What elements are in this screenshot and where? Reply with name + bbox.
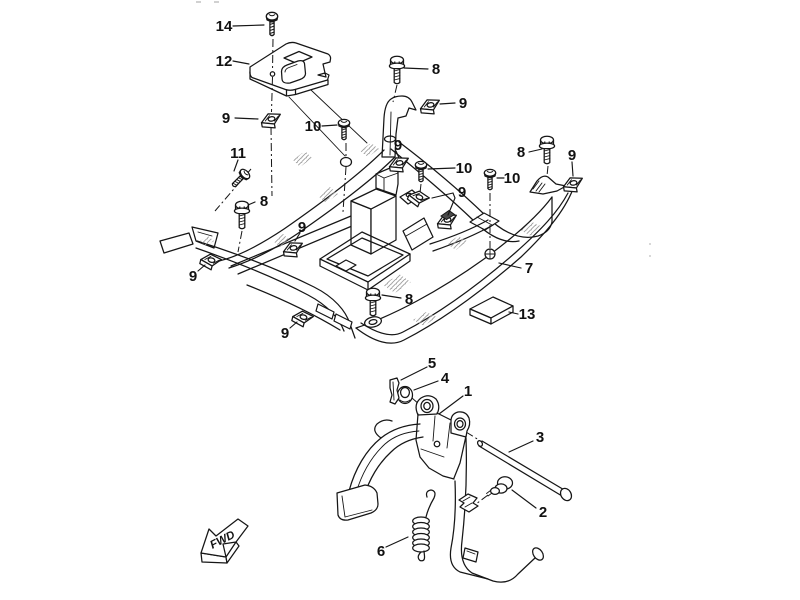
callout-14: 14 — [216, 18, 265, 35]
callout-8-left: 8 — [247, 193, 268, 210]
callout-7: 7 — [498, 260, 533, 277]
svg-text:4: 4 — [441, 370, 450, 387]
svg-text:10: 10 — [504, 170, 521, 187]
svg-text:9: 9 — [281, 325, 289, 342]
mat-part-13 — [469, 296, 514, 325]
bolt-part-8-right — [538, 135, 556, 165]
callout-8-bottom: 8 — [381, 291, 413, 308]
scan-artifacts — [196, 1, 651, 257]
callout-9-mid-left: 9 — [294, 219, 306, 242]
svg-text:8: 8 — [405, 291, 413, 308]
callout-10-a: 10 — [305, 118, 338, 135]
callout-9-far-left: 9 — [189, 264, 206, 285]
callout-8-rear: 8 — [403, 61, 440, 78]
bolt-part-8-bottom — [364, 287, 382, 317]
svg-text:9: 9 — [222, 110, 230, 127]
svg-text:9: 9 — [459, 95, 467, 112]
callout-3: 3 — [508, 429, 544, 453]
floor-cover-plate-part-12 — [249, 41, 332, 97]
svg-text:7: 7 — [525, 260, 533, 277]
svg-text:6: 6 — [377, 543, 385, 560]
svg-text:10: 10 — [456, 160, 473, 177]
stand-shaft-part-3 — [476, 440, 573, 502]
callout-10-b: 10 — [427, 160, 473, 177]
callout-13: 13 — [508, 306, 536, 323]
svg-text:14: 14 — [216, 18, 233, 35]
footrest-board-assembly — [159, 95, 553, 339]
screw-part-10-b — [414, 160, 428, 183]
svg-text:9: 9 — [298, 219, 306, 236]
screw-part-14 — [265, 11, 279, 37]
svg-text:9: 9 — [568, 147, 576, 164]
callout-5: 5 — [400, 355, 436, 381]
svg-text:9: 9 — [458, 184, 466, 201]
bolt-part-8-rear — [388, 55, 406, 85]
svg-text:8: 8 — [517, 144, 525, 161]
assembly-axis-lines — [214, 38, 549, 441]
svg-text:5: 5 — [428, 355, 436, 372]
callout-10-c: 10 — [496, 170, 521, 187]
collar-part-4 — [396, 385, 414, 405]
plate-part-5 — [389, 377, 400, 405]
callout-11: 11 — [230, 145, 246, 172]
callout-8-right: 8 — [517, 144, 543, 161]
projection-lines — [288, 89, 368, 157]
screw-part-11 — [228, 166, 253, 191]
callout-9-left: 9 — [222, 110, 259, 127]
under-cover-part-7 — [355, 175, 574, 344]
svg-text:3: 3 — [536, 429, 544, 446]
callout-9-top-right: 9 — [439, 95, 467, 112]
callout-1: 1 — [438, 383, 472, 415]
callout-9-bottom: 9 — [281, 321, 298, 342]
svg-text:9: 9 — [394, 137, 402, 154]
bolt-part-8-left — [233, 200, 251, 230]
callout-9-mid: 9 — [394, 137, 402, 159]
callouts: 14 12 8 9 9 10 9 10 9 8 9 10 11 8 9 9 7 … — [189, 18, 576, 560]
svg-text:8: 8 — [432, 61, 440, 78]
screw-part-10-c — [483, 168, 497, 191]
svg-text:10: 10 — [305, 118, 322, 135]
svg-text:11: 11 — [230, 145, 246, 162]
stand-bolt-part-2 — [475, 476, 514, 505]
fwd-direction-arrow: FWD — [200, 518, 249, 564]
screw-part-10-a — [337, 118, 351, 141]
callout-9-double: 9 — [431, 184, 466, 216]
callout-4: 4 — [413, 370, 450, 391]
callout-12: 12 — [216, 53, 250, 70]
svg-text:12: 12 — [216, 53, 233, 70]
callout-6: 6 — [377, 536, 409, 560]
svg-text:9: 9 — [189, 268, 197, 285]
callout-9-far-right: 9 — [568, 147, 576, 177]
callout-2: 2 — [511, 489, 547, 521]
svg-text:8: 8 — [260, 193, 268, 210]
svg-text:13: 13 — [519, 306, 536, 323]
svg-text:1: 1 — [464, 383, 472, 400]
stand-spring-part-6 — [412, 489, 436, 562]
center-stand-part-1 — [336, 395, 544, 583]
svg-text:2: 2 — [539, 504, 547, 521]
